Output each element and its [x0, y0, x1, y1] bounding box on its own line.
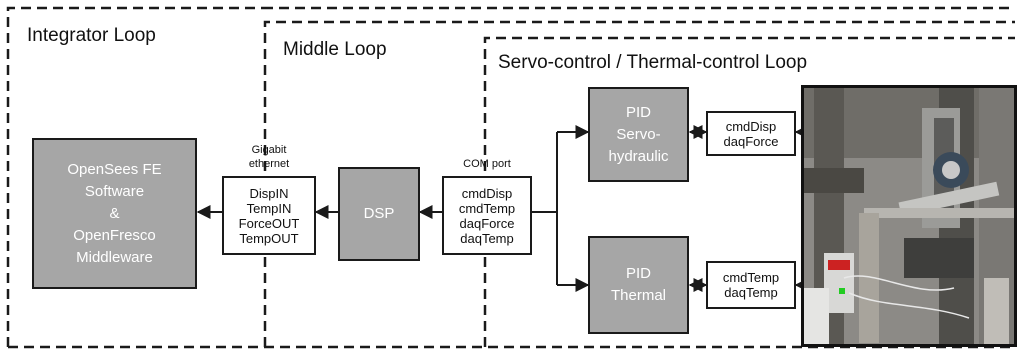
thermal-signal-cmdtemp: cmdTemp [722, 270, 780, 285]
pid-thermal-line-2: Thermal [610, 287, 666, 304]
servo-signals-block: cmdDisp daqForce [706, 111, 796, 156]
signal-cmddisp: cmdDisp [461, 185, 513, 201]
opensees-line-4: OpenFresco [73, 226, 156, 244]
servo-signal-daqforce: daqForce [723, 133, 779, 149]
gigabit-label-line-1: Gigabit [251, 144, 287, 156]
pid-servo-line-3: hydraulic [608, 147, 669, 165]
signal-tempin: TempIN [246, 200, 292, 216]
opensees-line-3: & [109, 204, 120, 222]
opensees-openfresco-block: OpenSees FE Software & OpenFresco Middle… [32, 138, 197, 289]
signal-tempout: TempOUT [239, 230, 299, 246]
integrator-loop-label: Integrator Loop [27, 25, 156, 46]
signal-daqtemp: daqTemp [460, 230, 514, 246]
pid-servo-line-2: Servo- [616, 125, 661, 143]
gigabit-label-line-2: ethernet [248, 158, 290, 170]
com-signals-block: cmdDisp cmdTemp daqForce daqTemp [442, 176, 532, 255]
pid-servo-line-1: PID [625, 103, 651, 121]
pid-servo-hydraulic-block: PID Servo- hydraulic [588, 87, 689, 182]
gigabit-ethernet-label: Gigabit ethernet [222, 143, 316, 171]
dsp-label: DSP [363, 205, 395, 222]
opensees-line-2: Software [84, 182, 145, 200]
signal-daqforce: daqForce [459, 215, 515, 231]
opensees-line-5: Middleware [76, 248, 153, 266]
opensees-line-1: OpenSees FE [67, 160, 162, 178]
thermal-signals-block: cmdTemp daqTemp [706, 261, 796, 309]
signal-dispin: DispIN [249, 185, 289, 201]
test-setup-illustration [804, 88, 1014, 344]
integrator-loop-boundary [6, 6, 263, 347]
servo-signal-cmddisp: cmdDisp [725, 118, 777, 134]
middle-loop-label: Middle Loop [283, 39, 387, 60]
ethernet-signals-block: DispIN TempIN ForceOUT TempOUT [222, 176, 316, 255]
pid-thermal-block: PID Thermal [588, 236, 689, 334]
outer-loop-boundary [8, 6, 1015, 349]
pid-thermal-line-1: PID [625, 265, 651, 282]
signal-forceout: ForceOUT [238, 215, 300, 231]
dsp-block: DSP [338, 167, 420, 261]
signal-cmdtemp: cmdTemp [458, 200, 516, 216]
middle-loop-boundary [263, 20, 1015, 347]
test-setup-photo [801, 85, 1017, 347]
thermal-signal-daqtemp: daqTemp [724, 285, 778, 300]
com-port-label: COM port [463, 158, 511, 170]
servo-loop-label: Servo-control / Thermal-control Loop [498, 52, 808, 73]
